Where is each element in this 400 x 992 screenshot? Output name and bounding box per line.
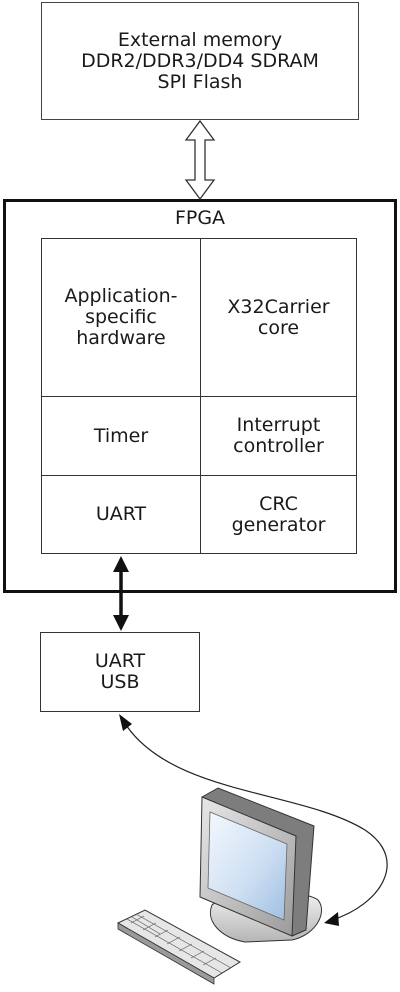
crc-line-1: CRC (259, 492, 298, 515)
external-memory-title: External memory (117, 28, 283, 51)
curved-double-arrow-icon (119, 714, 388, 926)
grid-divider-1 (42, 396, 356, 397)
timer-label: Timer (93, 424, 149, 447)
bold-double-arrow-icon (113, 556, 129, 631)
keyboard (116, 909, 241, 985)
fpga-label: FPGA (174, 207, 226, 229)
app-hw-line-1: Application- (64, 285, 178, 307)
x32carrier-core-block: X32Carrier core (201, 239, 356, 396)
crc-generator-block: CRC generator (201, 476, 356, 553)
uart-block: UART (42, 476, 200, 553)
interrupt-controller-block: Interrupt controller (201, 397, 356, 475)
uart-usb-line-1: UART (94, 650, 146, 672)
external-memory-types: DDR2/DDR3/DD4 SDRAM (81, 49, 319, 72)
external-memory-flash: SPI Flash (157, 70, 243, 93)
application-specific-hardware-block: Application- specific hardware (42, 239, 200, 396)
hollow-double-arrow-icon (184, 119, 216, 201)
uart-usb-line-2: USB (100, 671, 140, 693)
fpga-block-grid: Application- specific hardware X32Carrie… (41, 238, 357, 554)
uart-label: UART (95, 503, 147, 525)
core-line-1: X32Carrier (227, 295, 330, 318)
timer-block: Timer (42, 397, 200, 475)
external-memory-box: External memory DDR2/DDR3/DD4 SDRAM SPI … (41, 2, 359, 120)
grid-divider-2 (42, 475, 356, 476)
interrupt-line-1: Interrupt (236, 414, 321, 436)
app-hw-line-2: specific (85, 306, 157, 328)
desktop-computer-icon (116, 787, 323, 985)
core-line-2: core (257, 316, 300, 339)
interrupt-line-2: controller (233, 435, 324, 457)
crc-line-2: generator (231, 513, 326, 536)
uart-usb-box: UART USB (40, 632, 200, 712)
app-hw-line-3: hardware (76, 327, 166, 349)
